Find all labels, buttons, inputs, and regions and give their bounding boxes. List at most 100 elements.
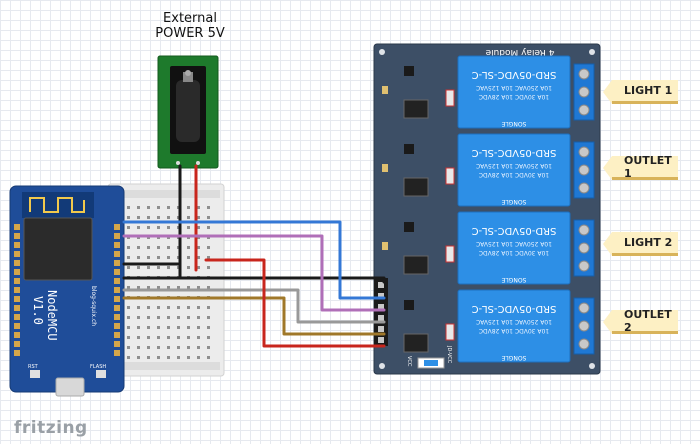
breadboard-hole <box>207 286 210 289</box>
breadboard-hole <box>137 306 140 309</box>
wire-red-vcc <box>204 258 386 348</box>
rst-label: RST <box>28 364 39 370</box>
nodemcu-board: NodeMCU V1.0 blog-squix.ch RST FLASH <box>9 185 125 397</box>
relay-spec-label: 10A 30VDC 10A 28VDC <box>479 249 549 256</box>
breadboard-hole <box>177 306 180 309</box>
breadboard-hole <box>177 356 180 359</box>
breadboard-hole <box>147 216 150 219</box>
power-jack <box>157 55 219 169</box>
terminal-screw <box>578 68 590 80</box>
breadboard-hole <box>127 356 130 359</box>
nodemcu-pin <box>114 332 120 338</box>
nodemcu-pin <box>114 341 120 347</box>
terminal-screw <box>578 260 590 272</box>
breadboard-hole <box>187 206 190 209</box>
breadboard-hole <box>157 216 160 219</box>
nodemcu-pin <box>114 350 120 356</box>
relay-coil <box>457 211 571 285</box>
breadboard-hole <box>147 306 150 309</box>
transistor <box>404 66 414 76</box>
breadboard-hole <box>207 346 210 349</box>
breadboard-hole <box>177 346 180 349</box>
terminal-screw <box>578 146 590 158</box>
fritzing-logo: fritzing <box>14 418 88 438</box>
optocoupler <box>403 255 429 275</box>
nodemcu-pin <box>14 305 20 311</box>
breadboard-hole <box>137 216 140 219</box>
breadboard-hole <box>197 286 200 289</box>
breadboard-hole <box>127 256 130 259</box>
breadboard-hole <box>137 256 140 259</box>
nodemcu-version: V1.0 <box>31 296 45 325</box>
breadboard-hole <box>137 356 140 359</box>
breadboard-hole <box>167 256 170 259</box>
breadboard-hole <box>127 246 130 249</box>
breadboard-hole <box>197 316 200 319</box>
breadboard-hole <box>137 286 140 289</box>
relay-model-label: SRD-05VDC-SL-C <box>472 303 557 314</box>
breadboard-hole <box>167 226 170 229</box>
led <box>382 86 388 94</box>
flash-label: FLASH <box>90 364 106 370</box>
relay-input-header <box>374 278 388 346</box>
breadboard-hole <box>157 226 160 229</box>
breadboard-hole <box>147 246 150 249</box>
optocoupler <box>403 177 429 197</box>
nodemcu-pin <box>14 260 20 266</box>
breadboard-hole <box>157 336 160 339</box>
breadboard-hole <box>137 206 140 209</box>
nodemcu-pin <box>14 233 20 239</box>
breadboard-hole <box>187 336 190 339</box>
nodemcu-pin <box>114 314 120 320</box>
breadboard-hole <box>167 356 170 359</box>
breadboard-hole <box>127 336 130 339</box>
nodemcu-pin <box>14 332 20 338</box>
transistor <box>404 222 414 232</box>
breadboard-hole <box>187 316 190 319</box>
breadboard-hole <box>127 316 130 319</box>
breadboard-hole <box>207 356 210 359</box>
relay-coil <box>457 289 571 363</box>
nodemcu-pin <box>14 278 20 284</box>
external-power-title-line2: POWER 5V <box>155 26 225 41</box>
breadboard-hole <box>187 306 190 309</box>
wire-purple-in2 <box>122 234 386 312</box>
breadboard-hole <box>147 326 150 329</box>
breadboard-hole <box>197 326 200 329</box>
breadboard-hole <box>167 306 170 309</box>
nodemcu-pin <box>114 224 120 230</box>
breadboard-hole <box>167 316 170 319</box>
nodemcu-pin <box>14 251 20 257</box>
diode <box>445 245 455 263</box>
label-outlet-2: OUTLET 2 <box>603 308 678 334</box>
breadboard-hole <box>127 206 130 209</box>
breadboard-hole <box>197 306 200 309</box>
relay-units: SRD-05VDC-SL-C 10A 250VAC 10A 125VAC 10A 3… <box>382 55 595 363</box>
breadboard-hole <box>157 356 160 359</box>
relay-brand-label: SONGLE <box>501 276 526 283</box>
breadboard-hole <box>127 286 130 289</box>
diode <box>445 323 455 341</box>
relay-model-label: SRD-05VDC-SL-C <box>472 69 557 80</box>
breadboard-hole <box>147 346 150 349</box>
jumper-jdvcc-label: JD-VCC <box>446 345 452 364</box>
relay-input-pin <box>378 337 384 343</box>
wire-brown-in4 <box>122 296 386 336</box>
breadboard-hole <box>187 326 190 329</box>
relay-brand-label: SONGLE <box>501 198 526 205</box>
nodemcu-pin <box>14 224 20 230</box>
wire-gray-in3 <box>122 288 386 324</box>
relay-spec-label: 10A 250VAC 10A 125VAC <box>476 84 552 91</box>
breadboard-hole <box>147 256 150 259</box>
breadboard-hole <box>127 266 130 269</box>
jumper-vcc-label: VCC <box>406 356 412 367</box>
transistor <box>404 300 414 310</box>
breadboard-hole <box>187 346 190 349</box>
breadboard-hole <box>187 356 190 359</box>
terminal-screw <box>578 338 590 350</box>
terminal-screw <box>578 242 590 254</box>
breadboard-hole <box>167 246 170 249</box>
